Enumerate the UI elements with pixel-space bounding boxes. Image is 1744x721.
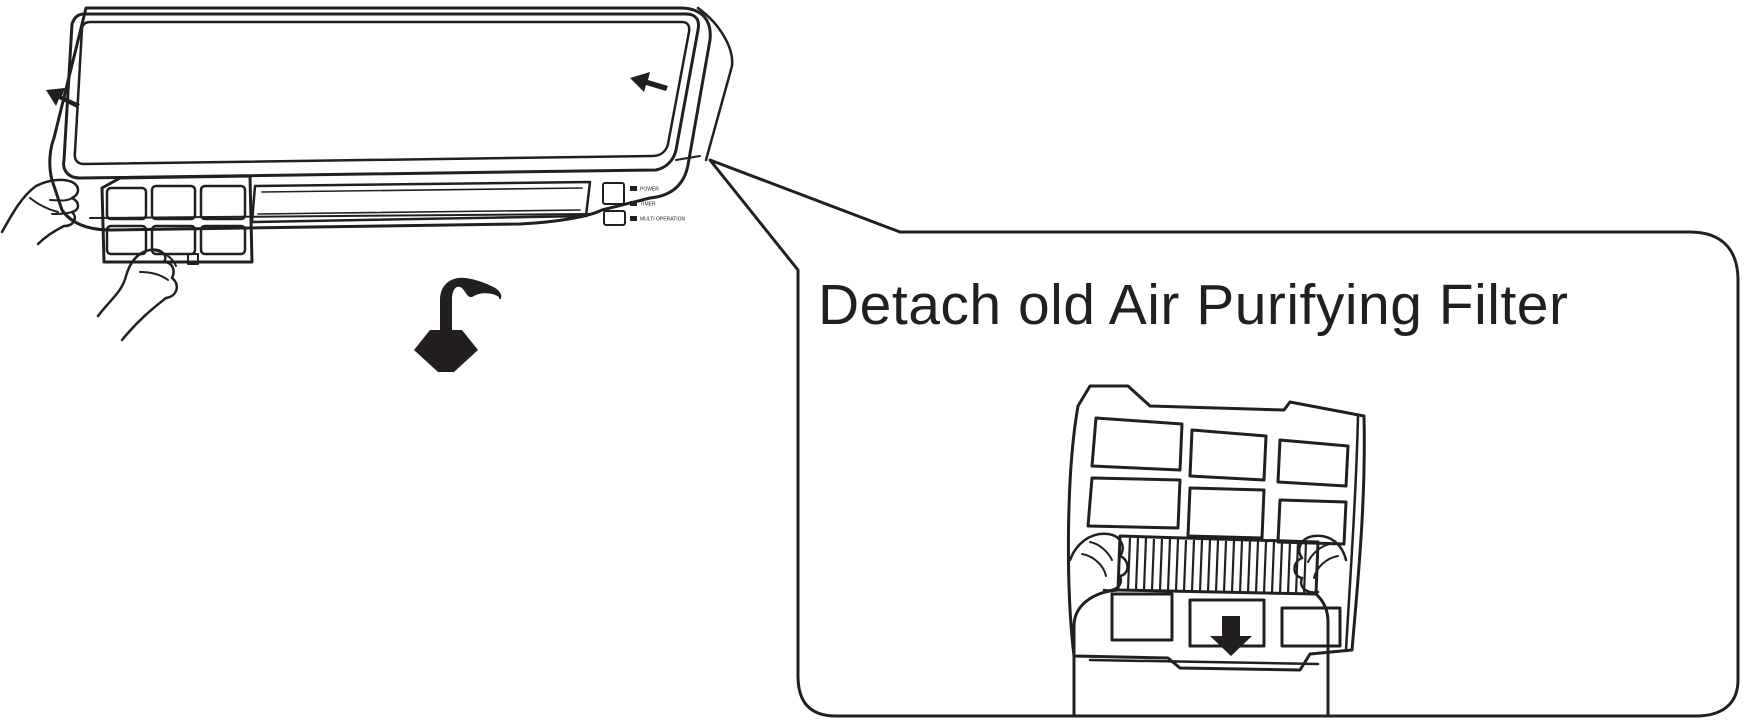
air-purifying-filter	[1116, 534, 1320, 596]
filter-frame-detail	[1066, 384, 1366, 718]
small-filter-frame	[100, 174, 254, 264]
control-panel: POWER TIMER MULTI OPERATION	[602, 182, 685, 226]
callout-balloon	[708, 158, 1740, 718]
hand-icon	[1068, 532, 1129, 592]
hand-icon	[96, 248, 199, 342]
pull-down-curved-arrow-icon	[414, 277, 502, 372]
air-conditioner-unit: POWER TIMER MULTI OPERATION	[0, 6, 734, 342]
hand-icon	[0, 178, 80, 246]
push-down-arrow-icon	[1210, 616, 1252, 656]
callout-title: Detach old Air Purifying Filter	[818, 273, 1569, 337]
power-indicator-label: POWER	[640, 187, 659, 193]
hand-icon	[1293, 534, 1348, 594]
filter-grid	[1086, 416, 1350, 648]
open-panel-arrow-icon	[46, 72, 668, 108]
multi-operation-indicator-label: MULTI OPERATION	[640, 217, 685, 223]
front-panel	[62, 12, 700, 180]
timer-indicator-label: TIMER	[640, 202, 656, 208]
